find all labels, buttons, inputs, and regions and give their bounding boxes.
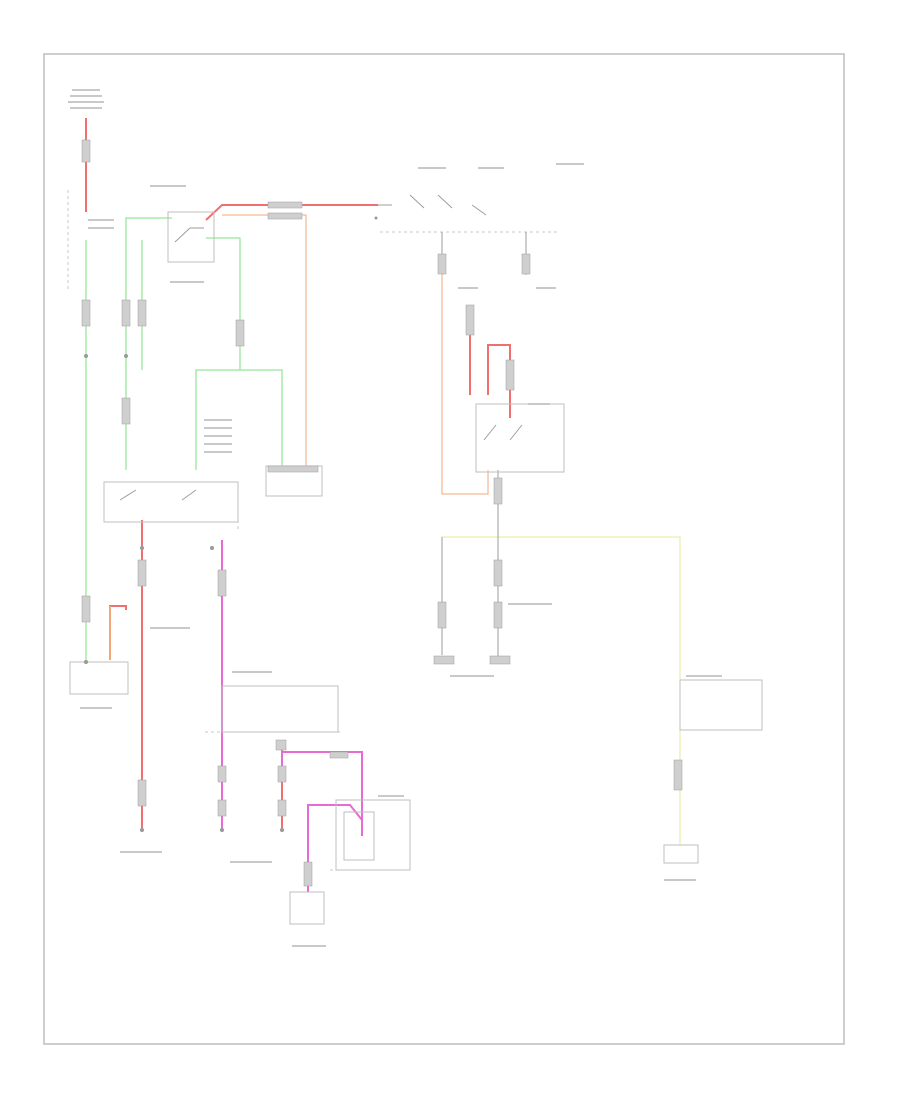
relay-1-box (167, 211, 215, 263)
connector-block-2 (81, 299, 91, 327)
red-wire-relay-to-switch (205, 204, 378, 221)
connector-block-28 (303, 861, 313, 887)
terminal-4 (280, 828, 284, 832)
orange-wire-relay-to-ground (222, 214, 307, 470)
combination-switch-contact (119, 489, 197, 501)
connector-block-4 (137, 299, 147, 327)
combination-switch-box (103, 481, 239, 523)
module-left-box (69, 661, 129, 695)
terminal-6 (210, 546, 214, 550)
connector-block-12 (137, 779, 147, 807)
fuse-block-right-box (679, 679, 763, 731)
relay-2-box (475, 403, 565, 473)
pink-wire-to-module (307, 804, 363, 892)
terminal-2 (140, 828, 144, 832)
fuse-block-lower-box (221, 685, 339, 733)
green-wire-relay-to-switch (125, 217, 172, 470)
connector-block-21 (437, 253, 447, 275)
illegible-label-marks (68, 89, 722, 947)
relay-2-switch-contact (483, 424, 523, 441)
connector-block-29 (673, 759, 683, 791)
red-wire-connector-loop (109, 605, 127, 660)
terminal-8 (124, 354, 128, 358)
red-wires (85, 118, 511, 830)
terminal-3 (220, 828, 224, 832)
red-wire-relay2-loop (469, 305, 511, 418)
relay-1-switch-contact (174, 227, 204, 243)
orange-wires (109, 214, 489, 660)
terminal-5 (140, 546, 144, 550)
connector-block-26 (277, 799, 287, 817)
yellow-wire-top (441, 536, 681, 845)
terminal-7 (84, 354, 88, 358)
pink-wire-right-branch (281, 751, 363, 828)
connector-block-27 (275, 739, 287, 751)
terminal-9 (374, 216, 378, 220)
orange-wire-switch-to-relay2 (441, 270, 489, 495)
connector-block-18 (493, 601, 503, 629)
connector-block-1 (81, 139, 91, 163)
connector-block-13 (465, 304, 475, 336)
connector-block-17 (437, 601, 447, 629)
green-wire-splice (195, 369, 283, 470)
connector-block-14 (505, 359, 515, 391)
yellow-wires (441, 536, 681, 845)
terminals (84, 216, 378, 832)
connector-block-7 (267, 201, 303, 209)
connector-block-31 (267, 465, 319, 473)
connector-block-8 (267, 212, 303, 220)
connector-block-30 (329, 751, 349, 759)
connector-block-24 (217, 799, 227, 817)
connector-block-3 (121, 299, 131, 327)
connector-block-22 (521, 253, 531, 275)
connector-block-16 (493, 559, 503, 587)
connector-block-10 (137, 559, 147, 587)
ground-bottom-right-box (663, 844, 699, 864)
connector-block-23 (217, 765, 227, 783)
green-wires (85, 217, 283, 662)
lower-box-right (335, 799, 411, 871)
page-frame (43, 53, 845, 1045)
switch-contact-top (378, 194, 487, 216)
terminal-1 (84, 660, 88, 664)
module-bottom-box (289, 891, 325, 925)
connectors (81, 139, 683, 887)
grey-wires (441, 232, 527, 660)
pink-wires (221, 540, 363, 892)
connector-block-20 (489, 655, 511, 665)
connector-block-6 (121, 397, 131, 425)
green-wire-relay-coil (206, 237, 241, 370)
splice-module-box (343, 811, 375, 861)
connector-block-9 (81, 595, 91, 623)
connector-block-25 (277, 765, 287, 783)
connector-block-19 (433, 655, 455, 665)
connector-block-5 (235, 319, 245, 347)
connector-block-15 (493, 477, 503, 505)
connector-block-11 (217, 569, 227, 597)
